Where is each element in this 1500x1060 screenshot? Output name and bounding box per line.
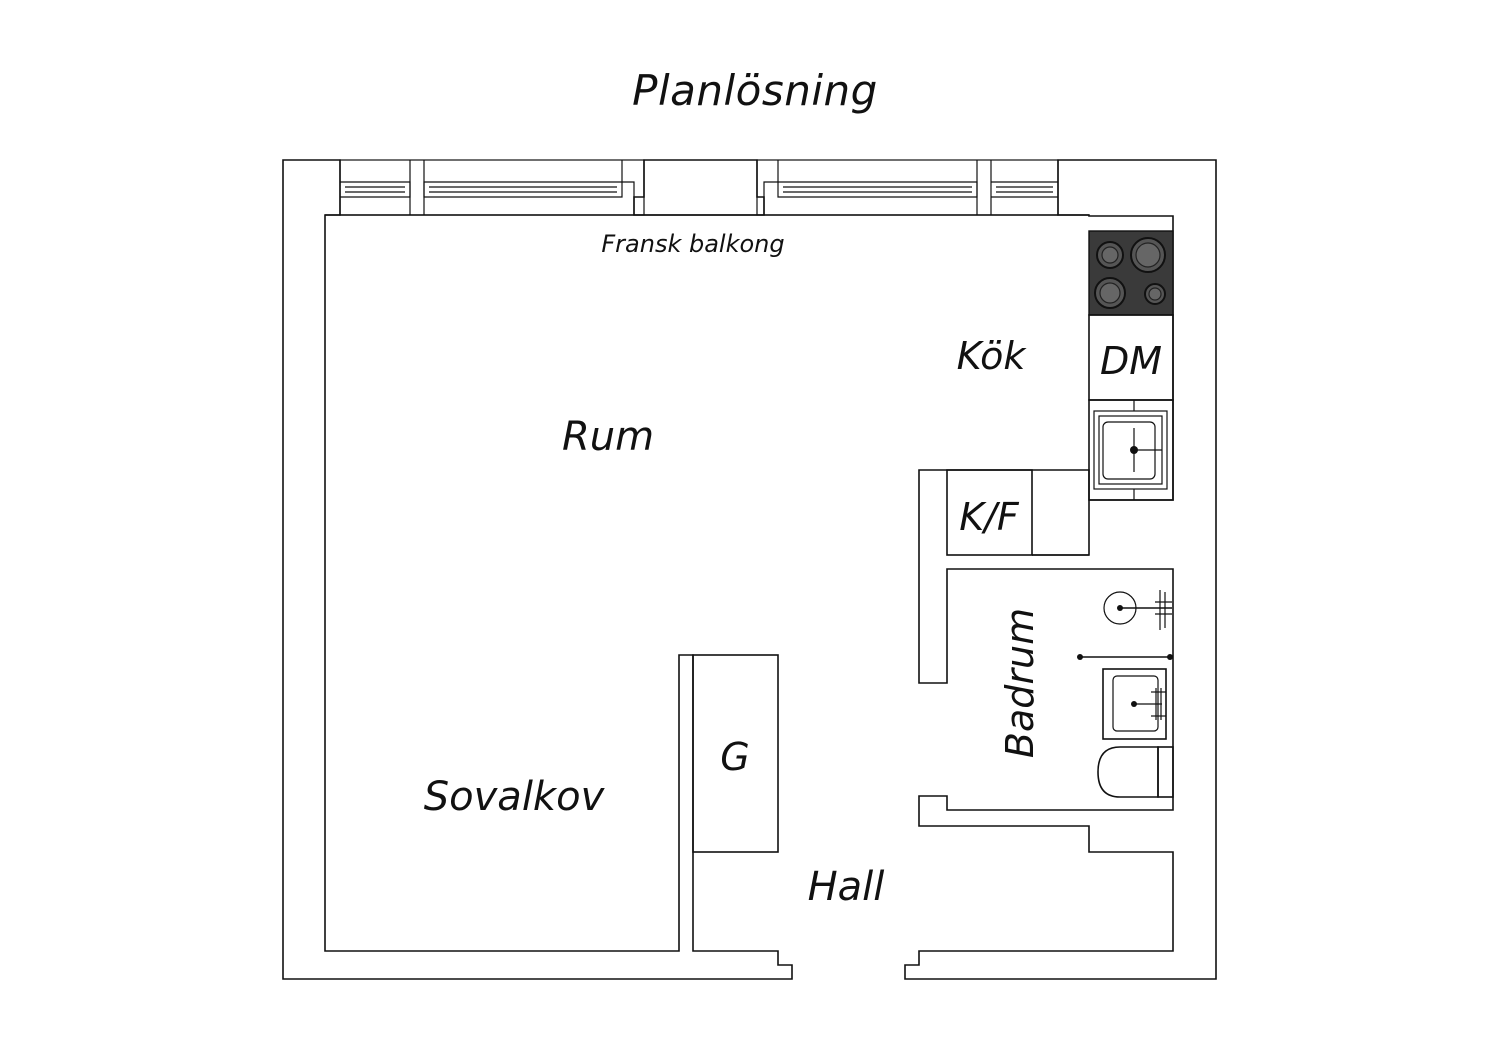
fridge-freezer-label: K/F: [959, 495, 1020, 539]
dishwasher-label: DM: [1100, 339, 1162, 383]
fridge-freezer: [946, 469, 1089, 556]
wardrobe-label: G: [720, 735, 749, 779]
wardrobe: [692, 654, 779, 853]
plan-title: Planlösning: [632, 66, 878, 115]
window-right: [756, 159, 1059, 216]
hall-label: Hall: [808, 864, 885, 910]
room-label: Rum: [562, 414, 654, 460]
window-left: [339, 159, 645, 216]
kitchen-sink: [1088, 399, 1174, 501]
alcove-label: Sovalkov: [424, 774, 606, 820]
toilet: [1097, 746, 1174, 798]
bathroom-label: Badrum: [998, 608, 1042, 758]
balcony-label: Fransk balkong: [601, 230, 784, 258]
shower-curtain-rail: [1077, 654, 1173, 660]
kitchen-label: Kök: [957, 334, 1028, 378]
bathroom-sink: [1102, 668, 1167, 740]
stove: [1088, 230, 1174, 316]
window-pier: [633, 159, 765, 216]
shower-fixture: [1103, 590, 1172, 630]
outer-walls: [282, 159, 1217, 980]
